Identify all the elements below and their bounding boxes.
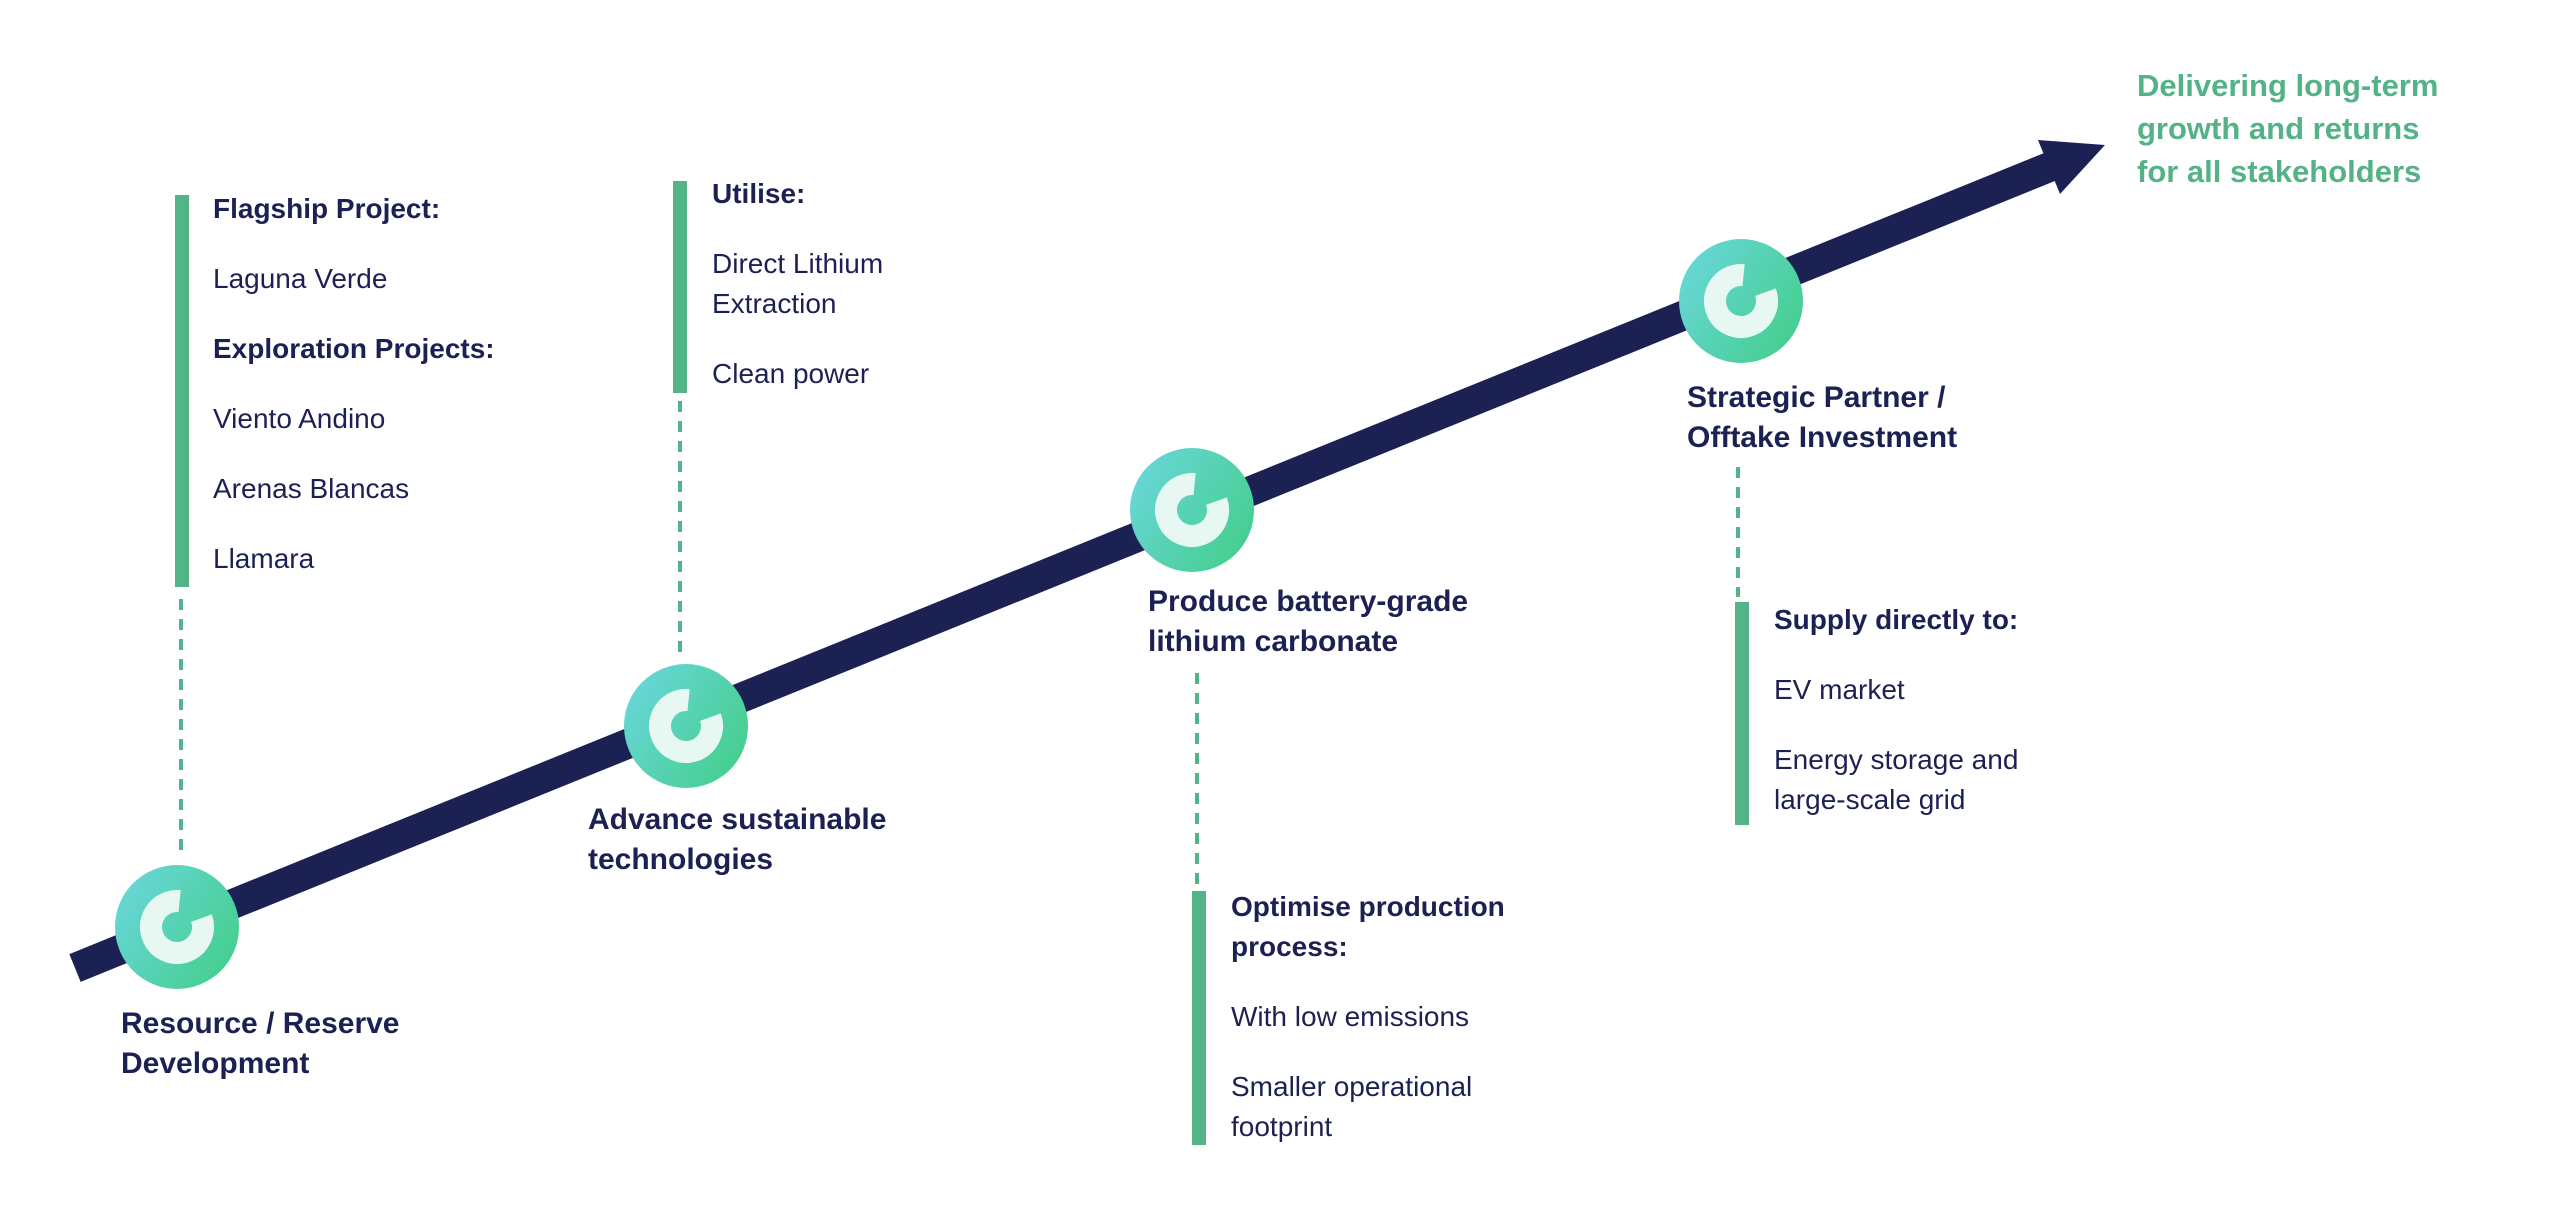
- icon-c-ring: [649, 689, 723, 763]
- detail-item: Viento Andino: [213, 403, 386, 434]
- detail-heading: Exploration Projects:: [213, 333, 495, 364]
- detail-item: Llamara: [213, 543, 315, 574]
- detail-item: With low emissions: [1231, 1001, 1470, 1032]
- detail-heading: Flagship Project:: [213, 193, 441, 224]
- accent-bar-2: [673, 181, 687, 393]
- detail-item: EV market: [1774, 674, 1905, 705]
- detail-item: Clean power: [712, 358, 870, 389]
- icon-circle-bg: [115, 865, 239, 989]
- detail-heading: Utilise:: [712, 178, 806, 209]
- icon-circle-bg: [624, 664, 748, 788]
- milestone-label-2: Advance sustainable technologies: [588, 803, 887, 876]
- detail-item: Laguna Verde: [213, 263, 388, 294]
- milestone-label-4: Strategic Partner / Offtake Investment: [1687, 381, 1958, 454]
- milestone-detail-4: Supply directly to: EV market Energy sto…: [1774, 600, 2018, 850]
- accent-bar-1: [175, 195, 189, 587]
- milestone-icon-4: [1679, 239, 1803, 363]
- detail-item: Energy storage and large-scale grid: [1774, 744, 2019, 815]
- growth-arrow-head: [2038, 140, 2105, 194]
- detail-heading: Supply directly to:: [1774, 604, 2019, 635]
- detail-item: Direct Lithium Extraction: [712, 248, 884, 319]
- milestone-icon-1: [115, 865, 239, 989]
- goal-text: Delivering long-term growth and returns …: [2137, 68, 2439, 189]
- milestone-icon-3: [1130, 448, 1254, 572]
- detail-heading: Optimise production process:: [1231, 891, 1505, 962]
- accent-bar-3: [1192, 891, 1206, 1145]
- icon-c-ring: [1704, 264, 1778, 339]
- icon-circle-bg: [1679, 239, 1803, 363]
- detail-item: Arenas Blancas: [213, 473, 410, 504]
- icon-c-ring: [140, 890, 214, 964]
- detail-item: Smaller operational footprint: [1231, 1071, 1473, 1142]
- milestone-label-1: Resource / Reserve Development: [121, 1007, 400, 1080]
- milestone-detail-3: Optimise production process: With low em…: [1231, 887, 1505, 1177]
- milestone-detail-2: Utilise: Direct Lithium Extraction Clean…: [712, 174, 883, 424]
- milestone-label-3: Produce battery-grade lithium carbonate: [1148, 585, 1469, 658]
- accent-bar-4: [1735, 602, 1749, 825]
- icon-c-ring: [1155, 473, 1229, 547]
- icon-circle-bg: [1130, 448, 1254, 572]
- milestone-icon-2: [624, 664, 748, 788]
- milestone-detail-1: Flagship Project: Laguna Verde Explorati…: [213, 189, 495, 609]
